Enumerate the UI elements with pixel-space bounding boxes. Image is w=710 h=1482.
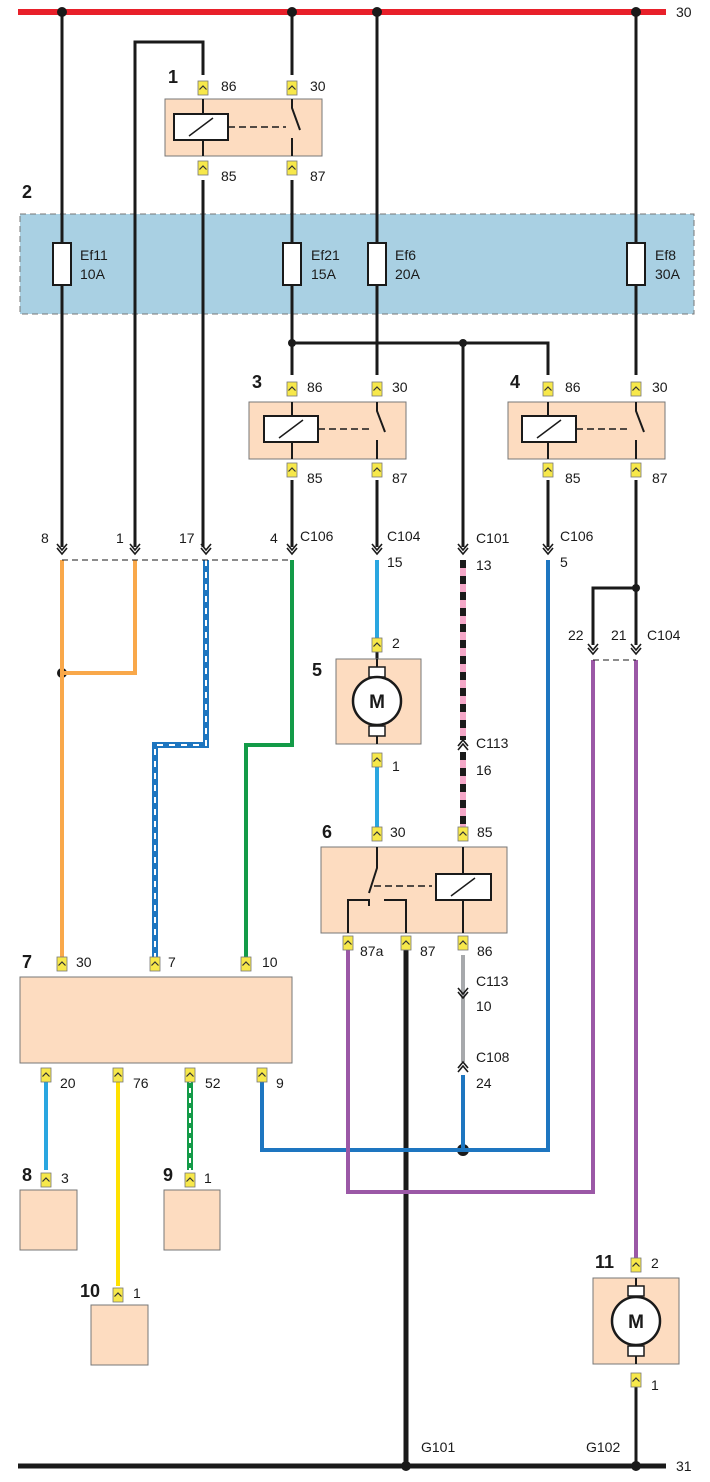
conn-pin-21: 21	[611, 627, 627, 643]
pin-m5-2: 2	[392, 635, 400, 651]
component-9-box	[163, 1189, 221, 1251]
conn-c106-name: C106	[300, 528, 334, 544]
pin-m5-1: 1	[392, 758, 400, 774]
conn-c104-name: C104	[387, 528, 421, 544]
fuse-ef8-rating: 30A	[655, 266, 681, 282]
conn-c101-name: C101	[476, 530, 510, 546]
pin-m11-1: 1	[651, 1377, 659, 1393]
fuse-ef6-name: Ef6	[395, 247, 416, 263]
ground-g101: G101	[421, 1439, 455, 1455]
pin-u7-76: 76	[133, 1075, 149, 1091]
conn-c101-pin: 13	[476, 557, 492, 573]
fuse-ef11-rating: 10A	[80, 266, 106, 282]
pin-c8-3: 3	[61, 1170, 69, 1186]
pin-r3-86: 86	[307, 379, 323, 395]
component-7-label: 7	[22, 952, 32, 972]
motor-11: M	[592, 1277, 680, 1365]
pin-r6-85: 85	[477, 824, 493, 840]
module-7	[19, 976, 293, 1064]
conn-c106b-pin: 5	[560, 554, 568, 570]
component-6-label: 6	[322, 822, 332, 842]
relay-1	[164, 98, 323, 157]
conn-c113b-name: C113	[476, 973, 509, 989]
conn-c113a-name: C113	[476, 735, 509, 751]
pin-c10-1: 1	[133, 1285, 141, 1301]
pin-r4-85: 85	[565, 470, 581, 486]
fuse-ef21-name: Ef21	[311, 247, 340, 263]
component-8-box	[19, 1189, 78, 1251]
pin-r1-85: 85	[221, 168, 237, 184]
pin-r3-85: 85	[307, 470, 323, 486]
pin-u7-20: 20	[60, 1075, 76, 1091]
component-9-label: 9	[163, 1165, 173, 1185]
motor-11-symbol: M	[628, 1312, 644, 1333]
rail-30-label: 30	[676, 4, 692, 20]
conn-c113a-pin: 16	[476, 762, 492, 778]
pin-u7-7: 7	[168, 954, 176, 970]
pin-c9-1: 1	[204, 1170, 212, 1186]
conn-c104b-name: C104	[647, 627, 681, 643]
fuse-ef8: Ef8 30A	[626, 242, 681, 286]
rail-31-label: 31	[676, 1458, 692, 1474]
pin-u7-9: 9	[276, 1075, 284, 1091]
pin-r6-87a: 87a	[360, 943, 384, 959]
pin-r6-87: 87	[420, 943, 436, 959]
component-4-label: 4	[510, 372, 520, 392]
fuse-box	[19, 213, 695, 315]
component-2-label: 2	[22, 182, 32, 202]
fuse-ef21: Ef21 15A	[282, 242, 340, 286]
pin-r3-30: 30	[392, 379, 408, 395]
pin-u7-30: 30	[76, 954, 92, 970]
pin-r4-30: 30	[652, 379, 668, 395]
conn-c106b-name: C106	[560, 528, 594, 544]
pin-r1-87: 87	[310, 168, 326, 184]
pin-r1-30: 30	[310, 78, 326, 94]
pin-r4-86: 86	[565, 379, 581, 395]
conn-pin-4: 4	[270, 530, 278, 546]
component-10-box	[90, 1304, 149, 1366]
relay-6	[320, 846, 508, 934]
pin-u7-52: 52	[205, 1075, 221, 1091]
relay-4	[507, 401, 666, 460]
component-3-label: 3	[252, 372, 262, 392]
component-8-label: 8	[22, 1165, 32, 1185]
conn-c104-pin: 15	[387, 554, 403, 570]
motor-5: M	[335, 658, 422, 745]
conn-c108-name: C108	[476, 1049, 510, 1065]
fuse-ef21-rating: 15A	[311, 266, 337, 282]
relay-3	[248, 401, 407, 460]
component-1-label: 1	[168, 67, 178, 87]
fuse-ef6-rating: 20A	[395, 266, 421, 282]
pin-m11-2: 2	[651, 1255, 659, 1271]
conn-pin-17: 17	[179, 530, 195, 546]
component-10-label: 10	[80, 1281, 100, 1301]
conn-pin-1: 1	[116, 530, 124, 546]
conn-c108-pin: 24	[476, 1075, 492, 1091]
conn-pin-8: 8	[41, 530, 49, 546]
pin-u7-10: 10	[262, 954, 278, 970]
ground-g102: G102	[586, 1439, 620, 1455]
motor-5-symbol: M	[369, 692, 385, 713]
fuse-ef11-name: Ef11	[80, 247, 108, 263]
conn-c113b-pin: 10	[476, 998, 492, 1014]
pin-r6-86: 86	[477, 943, 493, 959]
component-11-label: 11	[595, 1252, 614, 1272]
fuse-ef11: Ef11 10A	[52, 242, 108, 286]
pin-r4-87: 87	[652, 470, 668, 486]
pin-r1-86: 86	[221, 78, 237, 94]
pin-r3-87: 87	[392, 470, 408, 486]
fuse-ef8-name: Ef8	[655, 247, 676, 263]
pin-r6-30: 30	[390, 824, 406, 840]
fuse-ef6: Ef6 20A	[367, 242, 421, 286]
component-5-label: 5	[312, 660, 322, 680]
conn-pin-22: 22	[568, 627, 584, 643]
